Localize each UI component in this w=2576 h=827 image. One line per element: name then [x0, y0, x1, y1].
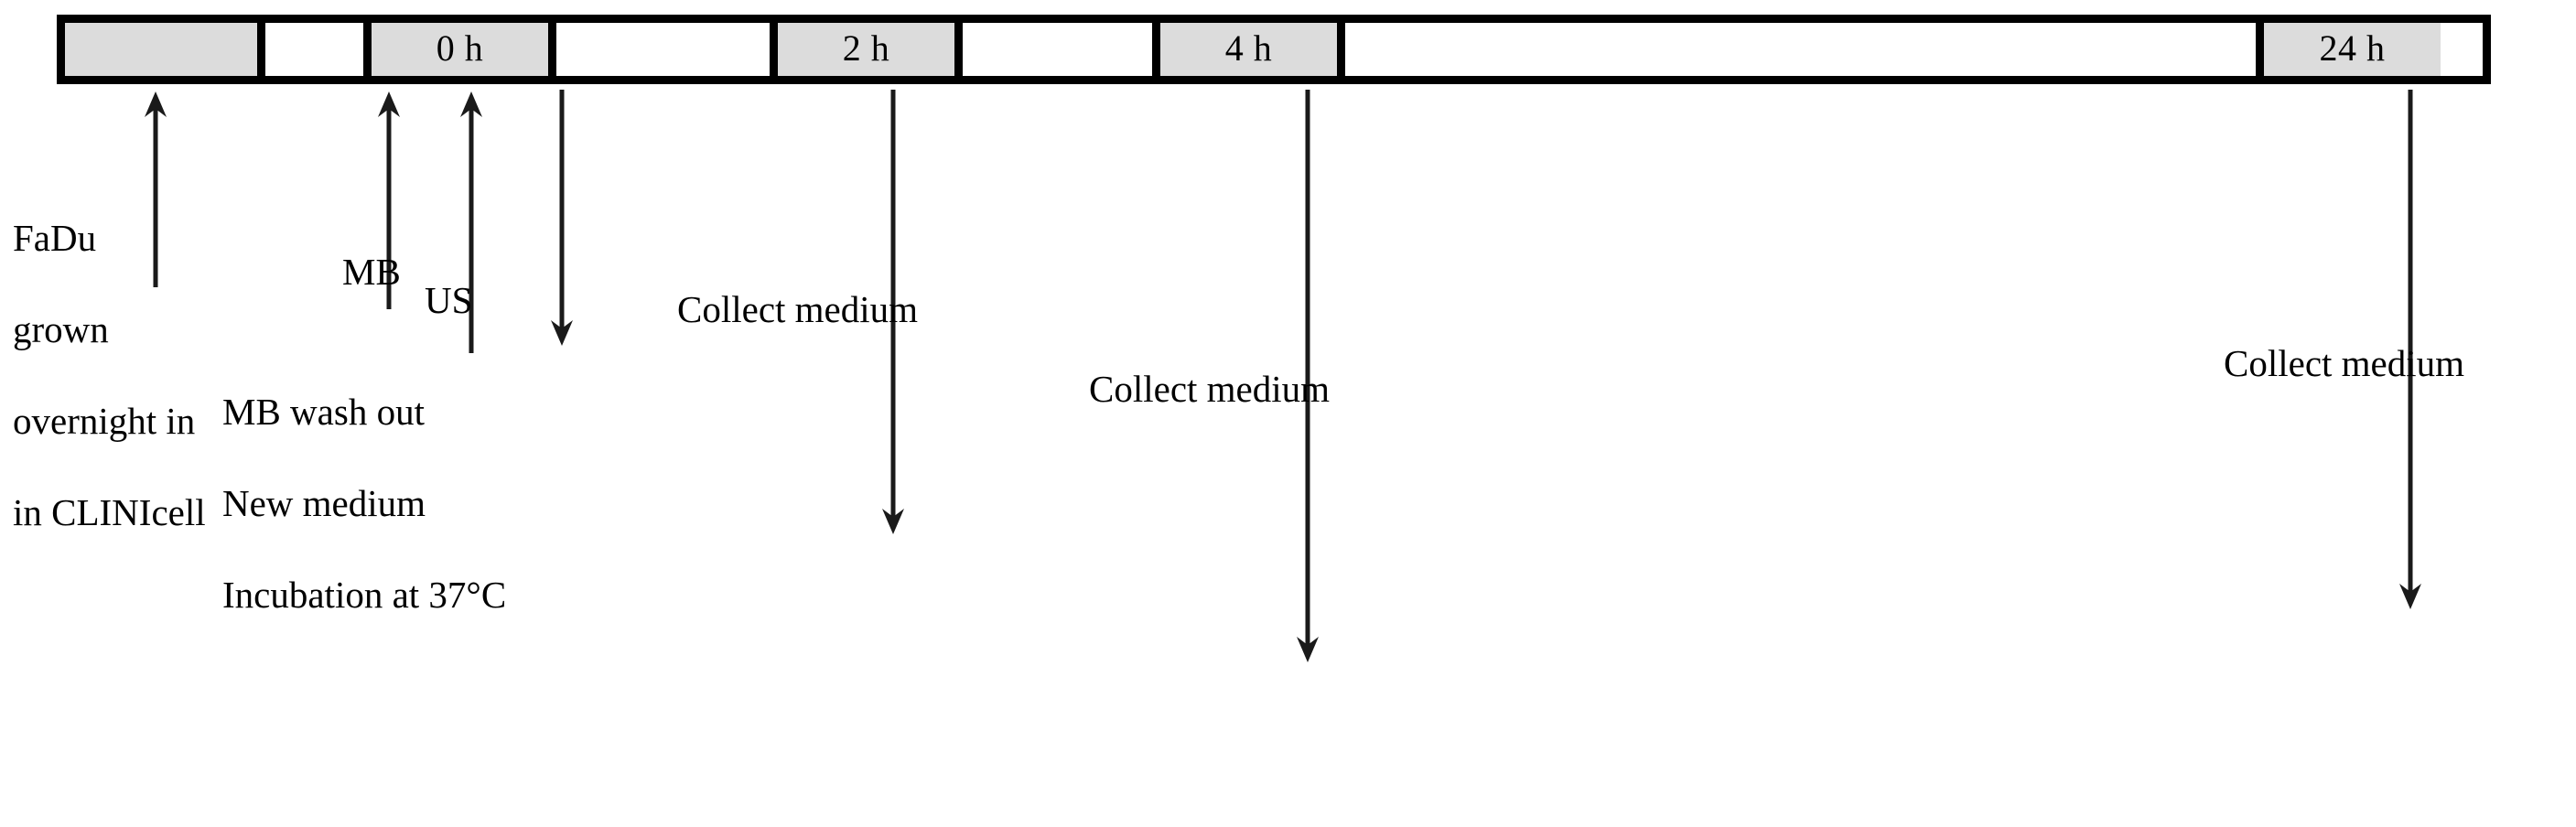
- note-fadu-line-1: FaDu: [13, 217, 97, 259]
- timeline-cell-0: [65, 23, 257, 76]
- arrow-down-collect-24h: [2394, 90, 2427, 611]
- timeline-cell-3: [548, 23, 770, 76]
- arrow-up-fadu: [139, 90, 172, 287]
- note-fadu-line-4: in CLINIcell: [13, 491, 206, 533]
- timeline-cell-label-2h: 2 h: [842, 27, 890, 69]
- arrow-up-mb: [372, 90, 405, 309]
- timeline-cell-label-0h: 0 h: [436, 27, 484, 69]
- note-collect-medium-4h: Collect medium: [1089, 368, 1331, 410]
- note-mb: MB: [342, 251, 401, 293]
- timeline-cell-2h: 2 h: [770, 23, 954, 76]
- timeline-cell-4h: 4 h: [1152, 23, 1337, 76]
- arrow-down-collect-4h: [1291, 90, 1324, 664]
- timeline-cell-label-4h: 4 h: [1224, 27, 1273, 69]
- note-washout-line-1: MB wash out: [222, 391, 425, 433]
- timeline-bar: 0 h 2 h 4 h 24 h: [57, 15, 2491, 84]
- note-mb-wash-out: MB wash out New medium Incubation at 37°…: [222, 343, 790, 663]
- note-fadu-line-2: grown: [13, 308, 109, 350]
- note-fadu-line-3: overnight in: [13, 400, 196, 442]
- timeline-cell-24h: 24 h: [2256, 23, 2441, 76]
- timeline-cell-label-24h: 24 h: [2319, 27, 2386, 69]
- timeline-cell-1: [257, 23, 363, 76]
- note-washout-line-3: Incubation at 37°C: [222, 574, 507, 616]
- note-collect-medium-24h: Collect medium: [2224, 342, 2465, 384]
- note-washout-line-2: New medium: [222, 482, 426, 524]
- arrow-up-us: [455, 90, 488, 353]
- note-collect-medium-2h: Collect medium: [677, 288, 919, 330]
- arrow-down-collect-2h: [877, 90, 910, 536]
- timeline-cell-5: [954, 23, 1152, 76]
- timeline-cell-0h: 0 h: [363, 23, 548, 76]
- note-us: US: [425, 279, 473, 321]
- timeline-cell-7: [1337, 23, 2256, 76]
- note-fadu-grown: FaDu grown overnight in in CLINIcell: [13, 169, 315, 581]
- arrow-down-mb-wash-out: [545, 90, 578, 348]
